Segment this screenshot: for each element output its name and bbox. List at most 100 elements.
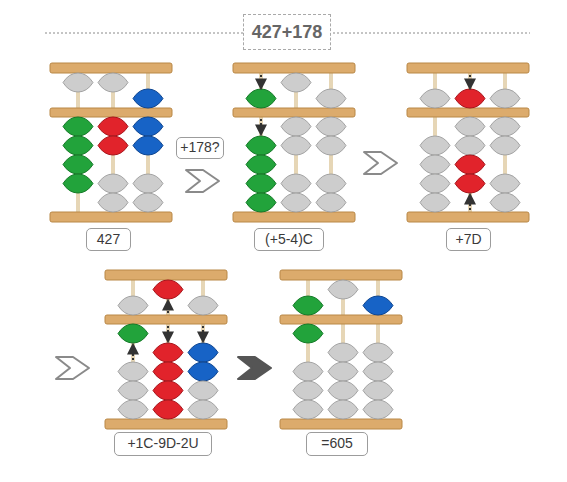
earth-bead <box>363 343 393 362</box>
step-label: +1C-9D-2U <box>127 436 198 451</box>
step-label-box: 427 <box>86 228 131 251</box>
earth-bead <box>153 381 183 400</box>
move-arrow <box>260 75 262 88</box>
abacus <box>105 270 227 429</box>
earth-bead <box>328 400 358 419</box>
earth-bead <box>153 400 183 419</box>
step-arrow <box>364 152 397 174</box>
move-arrow <box>469 75 471 88</box>
earth-bead <box>98 174 128 193</box>
earth-bead <box>98 136 128 155</box>
title: 427+178 <box>252 22 323 43</box>
heaven-bead <box>293 296 323 315</box>
abacus-bar <box>105 315 227 324</box>
earth-bead <box>246 174 276 193</box>
earth-bead <box>281 193 311 212</box>
heaven-bead <box>328 280 358 299</box>
abacus-bar <box>280 315 402 324</box>
earth-bead <box>133 193 163 212</box>
step-arrow <box>238 357 271 379</box>
heaven-bead <box>316 89 346 108</box>
title-box: 427+178 <box>243 14 331 50</box>
step-arrow <box>56 357 89 379</box>
earth-bead <box>118 362 148 381</box>
abacus-bar <box>105 419 227 429</box>
heaven-bead <box>246 89 276 108</box>
abacus-bar <box>233 108 355 117</box>
step-label: (+5-4)C <box>265 232 313 247</box>
earth-bead <box>316 193 346 212</box>
heaven-bead <box>63 73 93 92</box>
earth-bead <box>133 136 163 155</box>
earth-bead <box>455 155 485 174</box>
earth-bead <box>133 174 163 193</box>
abacus-bar <box>50 212 172 222</box>
abacus <box>233 63 355 222</box>
earth-bead <box>281 136 311 155</box>
callout-box: +178? <box>176 137 224 159</box>
heaven-bead <box>420 89 450 108</box>
earth-bead <box>118 381 148 400</box>
heaven-bead <box>188 296 218 315</box>
move-arrow <box>260 119 262 134</box>
earth-bead <box>455 174 485 193</box>
earth-bead <box>133 117 163 136</box>
abacus-bar <box>407 108 529 117</box>
earth-bead <box>188 343 218 362</box>
step-label-box: (+5-4)C <box>254 228 324 251</box>
earth-bead <box>490 136 520 155</box>
heaven-bead <box>490 89 520 108</box>
earth-bead <box>293 324 323 343</box>
move-arrow <box>167 301 169 313</box>
abacus-bar <box>233 212 355 222</box>
earth-bead <box>420 174 450 193</box>
earth-bead <box>98 117 128 136</box>
move-arrow <box>132 345 134 360</box>
move-arrow <box>469 195 471 210</box>
earth-bead <box>293 362 323 381</box>
earth-bead <box>98 193 128 212</box>
abacus-bar <box>280 270 402 280</box>
earth-bead <box>490 193 520 212</box>
abacus-bar <box>280 419 402 429</box>
earth-bead <box>63 155 93 174</box>
step-label: =605 <box>321 436 353 451</box>
earth-bead <box>490 117 520 136</box>
abacus-bar <box>407 63 529 73</box>
earth-bead <box>420 155 450 174</box>
heaven-bead <box>281 73 311 92</box>
earth-bead <box>246 155 276 174</box>
heaven-bead <box>98 73 128 92</box>
earth-bead <box>293 400 323 419</box>
earth-bead <box>420 136 450 155</box>
abacus-bar <box>233 63 355 73</box>
earth-bead <box>363 381 393 400</box>
heaven-bead <box>363 296 393 315</box>
step-label-box: =605 <box>306 432 368 456</box>
earth-bead <box>455 117 485 136</box>
earth-bead <box>293 381 323 400</box>
abacus-bar <box>105 270 227 280</box>
earth-bead <box>63 136 93 155</box>
heaven-bead <box>118 296 148 315</box>
earth-bead <box>363 400 393 419</box>
move-arrow <box>202 326 204 341</box>
abacus <box>50 63 172 222</box>
earth-bead <box>281 174 311 193</box>
step-label-box: +1C-9D-2U <box>114 432 212 456</box>
abacus <box>280 270 402 429</box>
step-label: +178? <box>180 140 219 155</box>
earth-bead <box>118 400 148 419</box>
heaven-bead <box>455 89 485 108</box>
earth-bead <box>63 174 93 193</box>
earth-bead <box>316 117 346 136</box>
earth-bead <box>281 117 311 136</box>
abacus-bar <box>407 212 529 222</box>
earth-bead <box>328 343 358 362</box>
earth-bead <box>188 381 218 400</box>
heaven-bead <box>133 89 163 108</box>
step-arrow <box>186 170 219 192</box>
abacus <box>407 63 529 222</box>
earth-bead <box>188 362 218 381</box>
